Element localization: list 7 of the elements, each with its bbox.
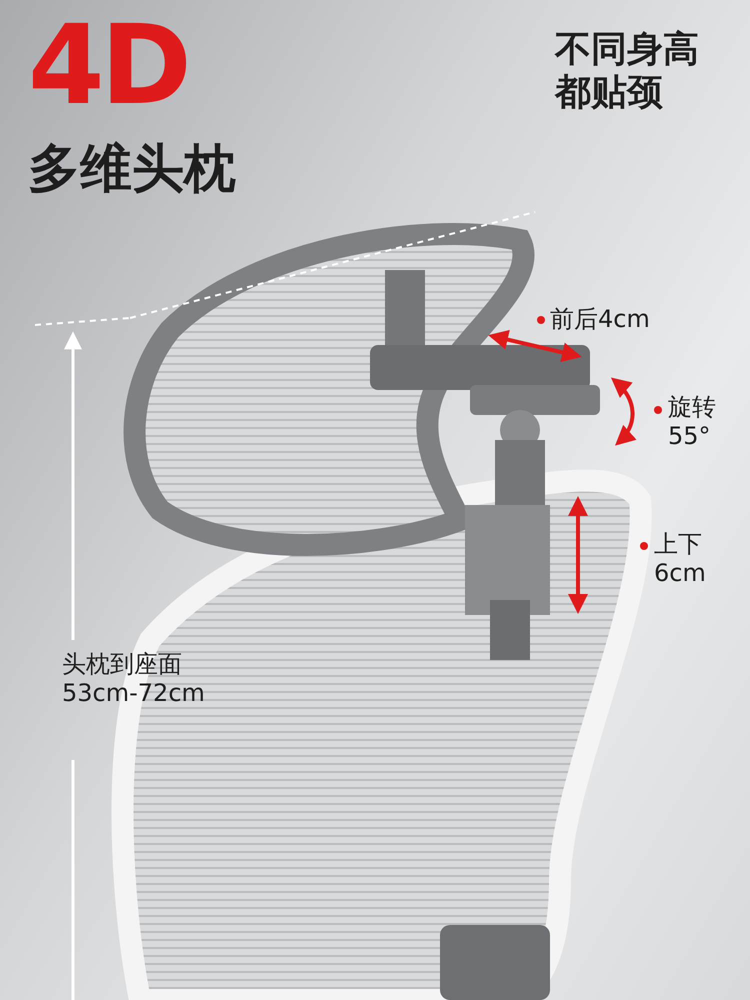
feature-label: 上下6cm [654,530,707,588]
measurement-label: 头枕到座面53cm-72cm [62,650,206,708]
feature-label: 旋转55° [668,393,717,451]
tagline: 不同身高都贴颈 [555,28,700,114]
feature-label: 前后4cm [550,305,650,334]
title: 多维头枕 [28,138,236,200]
big-heading: 4D [28,10,188,120]
